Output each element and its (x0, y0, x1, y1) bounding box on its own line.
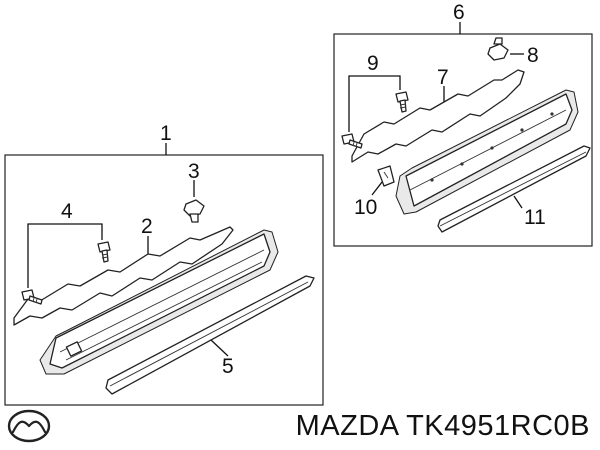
callout-7: 7 (437, 66, 449, 89)
screw-4-upper (97, 241, 111, 263)
clip-3 (183, 199, 205, 223)
brand-name: MAZDA (295, 410, 399, 442)
sill-garnish-6-face (405, 93, 573, 207)
leader-11 (513, 195, 523, 209)
garnish-end-tab (65, 341, 83, 357)
mazda-logo-icon (7, 409, 51, 443)
leader-4 (27, 223, 103, 288)
callout-2: 2 (141, 215, 153, 238)
clip-8 (487, 37, 509, 61)
screw-9-upper (395, 91, 409, 113)
frame-assembly-6 (333, 33, 593, 247)
retainer-strip-7 (351, 69, 525, 163)
screw-4-lower (21, 289, 43, 305)
leader-9 (348, 75, 401, 132)
clip-10 (377, 165, 395, 187)
part-label: MAZDA TK4951RC0B (296, 410, 590, 443)
molding-strip-5 (105, 275, 315, 395)
callout-8: 8 (527, 44, 539, 67)
callout-11: 11 (524, 206, 546, 229)
callout-10: 10 (354, 196, 377, 219)
callout-5: 5 (222, 355, 234, 378)
molding-strip-11 (437, 145, 591, 233)
callout-9: 9 (367, 52, 379, 75)
callout-3: 3 (188, 160, 200, 183)
retainer-strip-2 (13, 226, 234, 326)
frame-assembly-1 (4, 154, 324, 406)
sill-garnish-face (49, 233, 271, 369)
callout-4: 4 (61, 200, 73, 223)
part-number: TK4951RC0B (406, 410, 590, 442)
callout-1: 1 (160, 122, 172, 145)
screw-9-lower (341, 133, 363, 149)
callout-6: 6 (453, 1, 465, 24)
leader-5 (210, 339, 229, 357)
footer: MAZDA TK4951RC0B (0, 402, 600, 450)
leader-10 (371, 181, 383, 196)
